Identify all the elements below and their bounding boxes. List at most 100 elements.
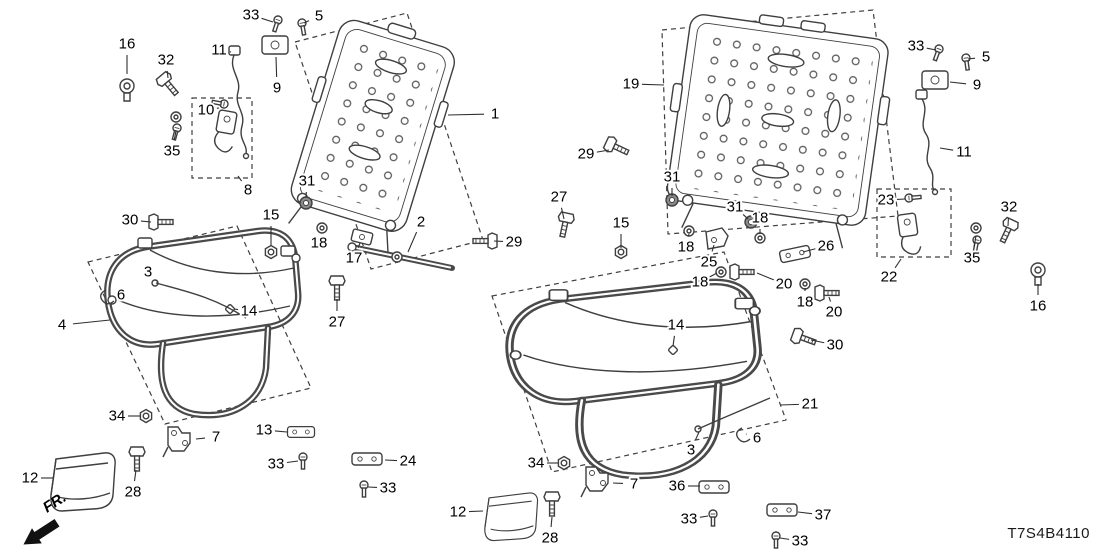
callout-4[interactable]: 4 bbox=[56, 315, 68, 336]
striker-icon bbox=[119, 78, 135, 102]
callout-25[interactable]: 25 bbox=[699, 252, 720, 273]
leader-line bbox=[894, 258, 902, 269]
callout-18[interactable]: 18 bbox=[750, 208, 771, 229]
callout-20[interactable]: 20 bbox=[774, 274, 795, 295]
leader-line bbox=[756, 272, 775, 281]
plate-icon bbox=[778, 244, 812, 264]
callout-33[interactable]: 33 bbox=[679, 509, 700, 530]
callout-26[interactable]: 26 bbox=[816, 236, 837, 257]
callout-16[interactable]: 16 bbox=[1028, 296, 1049, 317]
callout-13[interactable]: 13 bbox=[254, 420, 275, 441]
callout-27[interactable]: 27 bbox=[327, 312, 348, 333]
callout-5[interactable]: 5 bbox=[313, 6, 325, 27]
leader-line bbox=[275, 56, 278, 78]
callout-18[interactable]: 18 bbox=[676, 237, 697, 258]
callout-22[interactable]: 22 bbox=[879, 267, 900, 288]
leader-line bbox=[926, 47, 937, 51]
callout-34[interactable]: 34 bbox=[526, 453, 547, 474]
grommet-icon bbox=[299, 196, 313, 210]
callout-37[interactable]: 37 bbox=[813, 505, 834, 526]
callout-18[interactable]: 18 bbox=[795, 292, 816, 313]
callout-29[interactable]: 29 bbox=[576, 144, 597, 165]
seat-back-frame-right bbox=[666, 14, 891, 249]
callout-28[interactable]: 28 bbox=[540, 528, 561, 549]
leader-line bbox=[672, 335, 675, 347]
leg-cover-icon bbox=[484, 492, 539, 542]
callout-12[interactable]: 12 bbox=[20, 468, 41, 489]
callout-34[interactable]: 34 bbox=[107, 406, 128, 427]
callout-24[interactable]: 24 bbox=[398, 451, 419, 472]
callout-11[interactable]: 11 bbox=[209, 40, 229, 61]
leader-line bbox=[802, 248, 816, 253]
callout-9[interactable]: 9 bbox=[271, 78, 283, 99]
leader-line bbox=[173, 130, 177, 141]
plate-icon bbox=[351, 452, 383, 466]
callout-10[interactable]: 10 bbox=[196, 100, 217, 121]
leader-line bbox=[949, 81, 967, 85]
callout-15[interactable]: 15 bbox=[611, 213, 632, 234]
leader-line bbox=[699, 515, 709, 518]
callout-32[interactable]: 32 bbox=[999, 197, 1020, 218]
callout-31[interactable]: 31 bbox=[725, 197, 746, 218]
callout-33[interactable]: 33 bbox=[266, 454, 287, 475]
fr-direction-arrow-icon bbox=[23, 518, 60, 545]
callout-35[interactable]: 35 bbox=[162, 141, 183, 162]
callout-6[interactable]: 6 bbox=[751, 428, 763, 449]
washer-icon bbox=[316, 222, 328, 234]
callout-31[interactable]: 31 bbox=[662, 167, 683, 188]
callout-1[interactable]: 1 bbox=[489, 104, 501, 125]
callout-18[interactable]: 18 bbox=[690, 272, 711, 293]
leader-line bbox=[779, 403, 800, 406]
hinge-bracket-icon bbox=[162, 426, 191, 458]
bolt-icon bbox=[994, 215, 1021, 246]
callout-30[interactable]: 30 bbox=[825, 335, 846, 356]
leader-line bbox=[166, 70, 169, 79]
washer-icon bbox=[970, 222, 982, 234]
callout-30[interactable]: 30 bbox=[120, 210, 141, 231]
callout-21[interactable]: 21 bbox=[800, 394, 821, 415]
callout-16[interactable]: 16 bbox=[117, 34, 138, 55]
bolt-icon bbox=[543, 491, 561, 517]
callout-28[interactable]: 28 bbox=[123, 482, 144, 503]
callout-8[interactable]: 8 bbox=[242, 180, 254, 201]
callout-31[interactable]: 31 bbox=[297, 171, 318, 192]
bolt-icon bbox=[814, 284, 840, 302]
callout-2[interactable]: 2 bbox=[415, 212, 427, 233]
callout-33[interactable]: 33 bbox=[906, 36, 927, 57]
callout-14[interactable]: 14 bbox=[666, 315, 687, 336]
callout-5[interactable]: 5 bbox=[980, 47, 992, 68]
callout-20[interactable]: 20 bbox=[824, 302, 845, 323]
callout-14[interactable]: 14 bbox=[239, 301, 260, 322]
leader-line bbox=[237, 175, 243, 182]
callout-3[interactable]: 3 bbox=[142, 262, 154, 283]
callout-19[interactable]: 19 bbox=[621, 74, 642, 95]
striker-icon bbox=[1030, 262, 1046, 286]
callout-33[interactable]: 33 bbox=[241, 5, 262, 26]
callout-27[interactable]: 27 bbox=[549, 187, 570, 208]
callout-35[interactable]: 35 bbox=[962, 248, 983, 269]
callout-15[interactable]: 15 bbox=[261, 205, 282, 226]
callout-29[interactable]: 29 bbox=[504, 232, 525, 253]
plate-icon bbox=[766, 503, 798, 517]
callout-33[interactable]: 33 bbox=[790, 531, 811, 552]
callout-12[interactable]: 12 bbox=[448, 502, 469, 523]
latch-icon bbox=[211, 108, 239, 154]
leader-line bbox=[357, 242, 361, 248]
cable-icon bbox=[694, 397, 771, 433]
leader-line bbox=[407, 231, 418, 253]
leader-line bbox=[468, 510, 484, 513]
callout-18[interactable]: 18 bbox=[309, 233, 330, 254]
bolt-icon bbox=[154, 69, 184, 100]
callout-36[interactable]: 36 bbox=[667, 476, 688, 497]
callout-11[interactable]: 11 bbox=[954, 142, 974, 163]
callout-33[interactable]: 33 bbox=[378, 478, 399, 499]
callout-3[interactable]: 3 bbox=[685, 440, 697, 461]
callout-7[interactable]: 7 bbox=[628, 474, 640, 495]
callout-32[interactable]: 32 bbox=[156, 50, 177, 71]
callout-23[interactable]: 23 bbox=[876, 190, 897, 211]
callout-7[interactable]: 7 bbox=[210, 427, 222, 448]
callout-9[interactable]: 9 bbox=[971, 75, 983, 96]
callout-17[interactable]: 17 bbox=[344, 248, 365, 269]
callout-6[interactable]: 6 bbox=[115, 285, 127, 306]
